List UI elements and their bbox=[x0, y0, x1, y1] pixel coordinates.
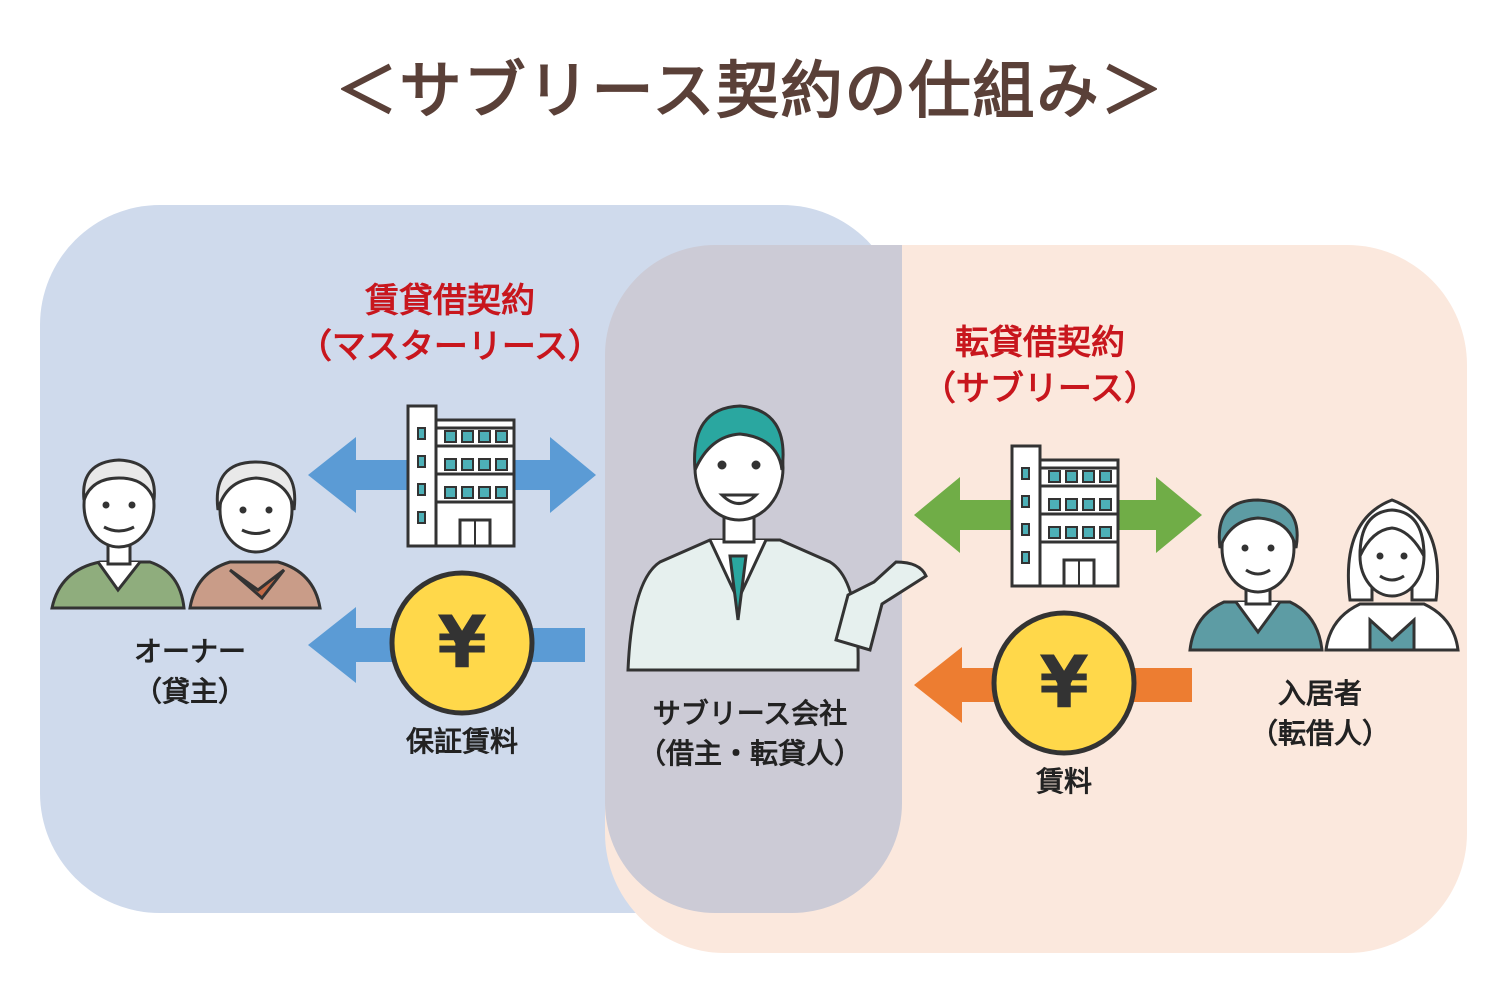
yen-symbol-right: ¥ bbox=[1039, 640, 1089, 724]
tenant-line1: 入居者 bbox=[1277, 677, 1362, 710]
rent-label: 賃料 bbox=[1035, 765, 1092, 798]
company-line1: サブリース会社 bbox=[652, 697, 848, 730]
yen-coin-icon: ¥ bbox=[389, 570, 535, 716]
page-title: ＜サブリース契約の仕組み＞ bbox=[335, 54, 1165, 127]
tenant-label: 入居者 （転借人） bbox=[1230, 674, 1410, 754]
master-lease-contract-label: 賃貸借契約 （マスターリース） bbox=[270, 278, 630, 370]
yen-symbol-left: ¥ bbox=[437, 600, 487, 684]
building-icon bbox=[1010, 444, 1120, 588]
building-icon bbox=[406, 404, 516, 548]
sublease-contract-label: 転貸借契約 （サブリース） bbox=[880, 320, 1200, 412]
owner-line2: （貸主） bbox=[133, 675, 246, 708]
master-lease-line2: （マスターリース） bbox=[297, 327, 603, 367]
owner-label: オーナー （貸主） bbox=[100, 632, 280, 712]
yen-coin-icon: ¥ bbox=[991, 610, 1137, 756]
guaranteed-rent-label: 保証賃料 bbox=[405, 725, 518, 758]
company-line2: （借主・転貸人） bbox=[637, 737, 862, 770]
tenant-couple-icon bbox=[1188, 498, 1460, 652]
tenant-line2: （転借人） bbox=[1249, 717, 1390, 750]
master-lease-line1: 賃貸借契約 bbox=[365, 281, 535, 321]
company-label: サブリース会社 （借主・転貸人） bbox=[620, 694, 880, 774]
sublease-line1: 転貸借契約 bbox=[955, 323, 1125, 363]
sublease-line2: （サブリース） bbox=[921, 369, 1159, 409]
businessman-icon bbox=[626, 404, 928, 672]
owner-couple-icon bbox=[50, 458, 322, 610]
owner-line1: オーナー bbox=[133, 635, 246, 668]
